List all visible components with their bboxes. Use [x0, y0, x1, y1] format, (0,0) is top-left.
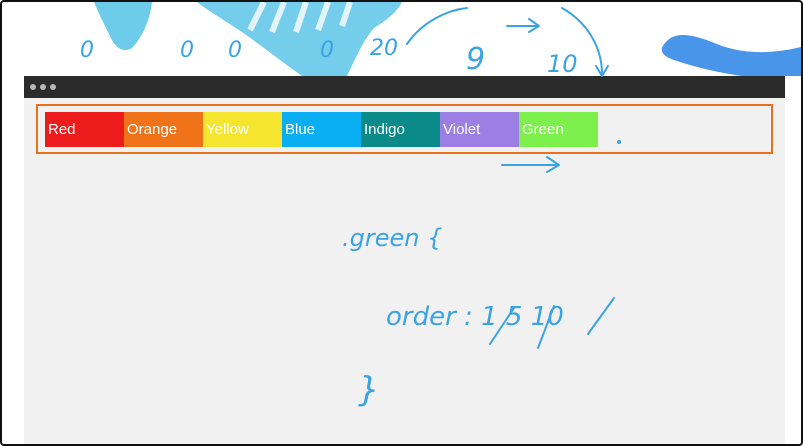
decorative-blob-right: [661, 35, 801, 76]
order-number-label: 0: [228, 38, 242, 63]
browser-titlebar: [24, 76, 785, 98]
flex-item-red: Red: [45, 112, 124, 147]
flex-item-green: Green: [519, 112, 598, 147]
css-selector-annotation: .green {: [342, 224, 443, 252]
curved-arrow-top: [406, 7, 468, 45]
arrow-right-top-head: [528, 18, 540, 33]
browser-window: Red Orange Yellow Blue Indigo Violet Gre…: [24, 76, 785, 444]
order-number-label: 10: [547, 50, 578, 78]
curved-arrow-down-head: [595, 65, 609, 77]
order-number-label: 0: [80, 38, 94, 63]
flex-item-violet: Violet: [440, 112, 519, 147]
decorative-stripes: [247, 2, 353, 34]
flex-item-yellow: Yellow: [203, 112, 282, 147]
window-control-dot[interactable]: [30, 84, 36, 90]
order-number-label: 9: [466, 42, 486, 77]
window-control-dot[interactable]: [40, 84, 46, 90]
decorative-blob-left: [94, 2, 152, 51]
flex-item-blue: Blue: [282, 112, 361, 147]
flex-item-indigo: Indigo: [361, 112, 440, 147]
css-rule-annotation: order : 1 5 10: [386, 302, 564, 332]
order-number-label: 0: [180, 38, 194, 63]
css-close-annotation: }: [358, 370, 380, 410]
window-control-dot[interactable]: [50, 84, 56, 90]
order-number-label: 0: [320, 38, 334, 63]
flex-container: Red Orange Yellow Blue Indigo Violet Gre…: [36, 104, 773, 154]
flex-item-orange: Orange: [124, 112, 203, 147]
order-number-label: 20: [370, 36, 398, 61]
